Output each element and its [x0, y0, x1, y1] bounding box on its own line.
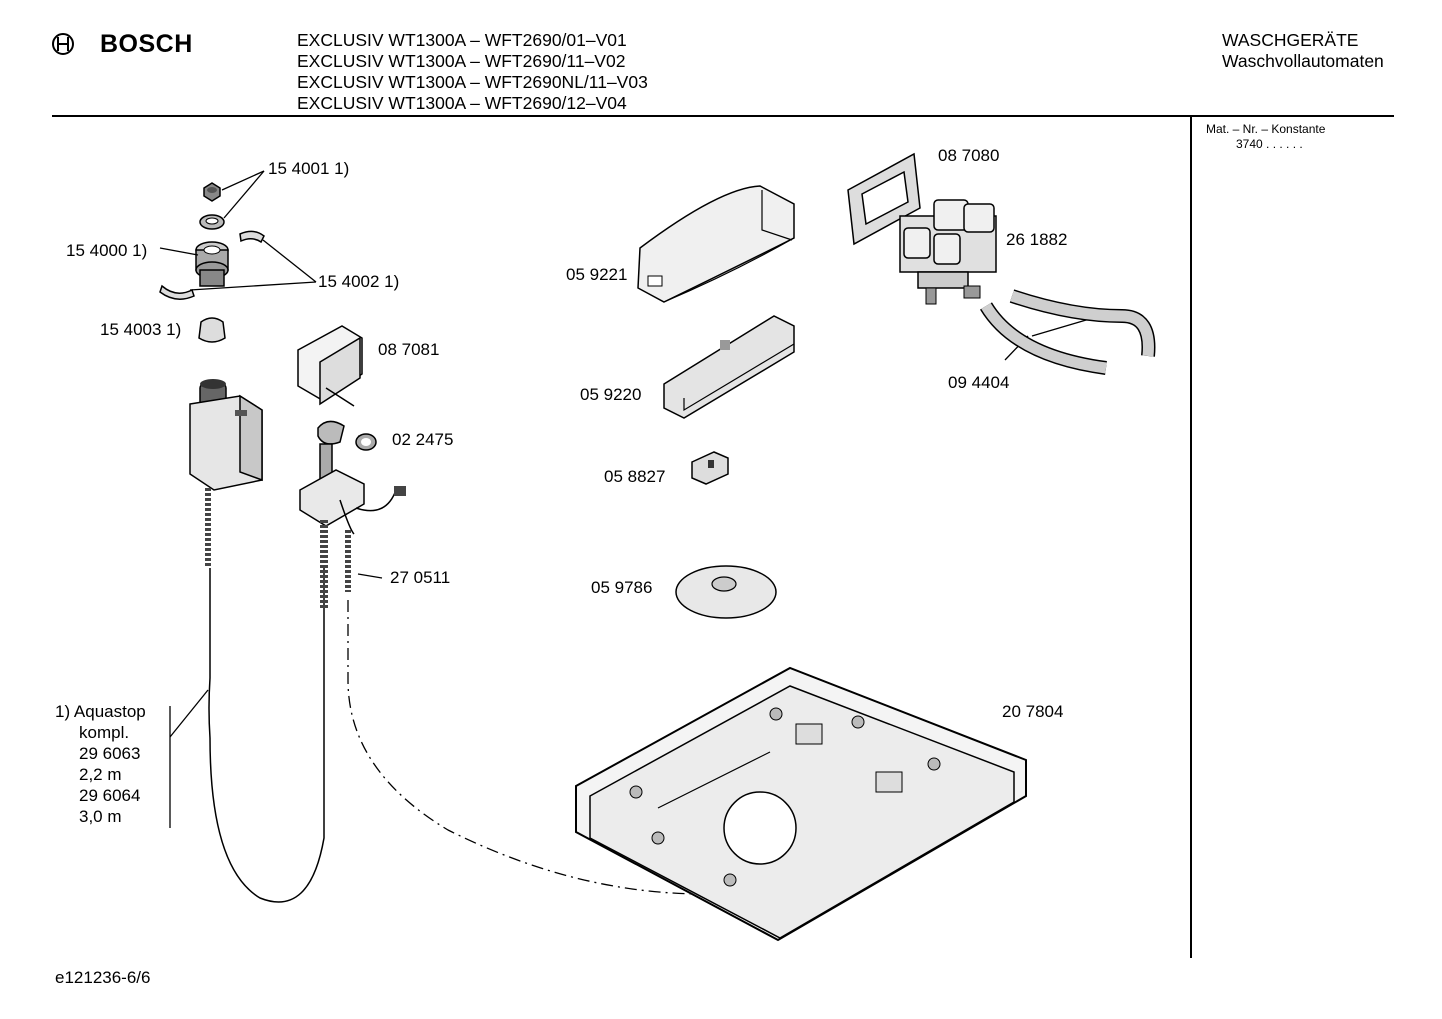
part-label-261882: 26 1882: [1006, 230, 1068, 249]
part-label-154002: 15 4002 1): [318, 272, 400, 291]
part-label-087081: 08 7081: [378, 340, 440, 359]
aquastop-valve-icon: [189, 379, 263, 491]
fitting-part-icon: [195, 241, 229, 287]
document-code: e121236-6/6: [55, 968, 151, 987]
part-label-094404: 09 4404: [948, 373, 1010, 392]
drain-hose-icon: [979, 289, 1156, 375]
brand-name: BOSCH: [100, 30, 193, 58]
part-label-059220: 05 9220: [580, 385, 642, 404]
model-list: EXCLUSIV WT1300A – WFT2690/01–V01 EXCLUS…: [297, 30, 648, 114]
model-line-3: EXCLUSIV WT1300A – WFT2690NL/11–V03: [297, 72, 648, 92]
note-line-5: 29 6064: [79, 786, 141, 805]
part-label-058827: 05 8827: [604, 467, 666, 486]
part-label-270511: 27 0511: [390, 568, 451, 587]
part-label-059221: 05 9221: [566, 265, 628, 284]
disc-part-icon: [675, 565, 777, 619]
nut-part-icon: [203, 182, 221, 202]
leader-lines: [159, 170, 1121, 579]
category-subtitle: Waschvollautomaten: [1222, 51, 1384, 71]
part-label-059786: 05 9786: [591, 578, 653, 597]
bracket-holder-icon: [663, 315, 795, 419]
category-title: WASCHGERÄTE: [1222, 30, 1359, 50]
dispenser-cover-icon: [637, 185, 795, 303]
note-line-6: 3,0 m: [79, 807, 122, 826]
part-label-154000: 15 4000 1): [66, 241, 148, 260]
material-number-label: Mat. – Nr. – Konstante: [1206, 122, 1326, 136]
part-label-207804: 20 7804: [1002, 702, 1064, 721]
aquastop-note: 1) Aquastop kompl. 29 6063 2,2 m 29 6064…: [55, 701, 146, 827]
note-line-4: 2,2 m: [79, 765, 122, 784]
note-line-2: kompl.: [79, 723, 130, 742]
model-line-1: EXCLUSIV WT1300A – WFT2690/01–V01: [297, 30, 627, 50]
inlet-valve-assembly-icon: [299, 420, 406, 610]
washer-part-icon: [199, 214, 225, 230]
material-number-block: Mat. – Nr. – Konstante 3740 . . . . . .: [1206, 122, 1325, 152]
category-block: WASCHGERÄTE Waschvollautomaten: [1222, 30, 1384, 72]
cap-part-icon: [198, 317, 226, 343]
model-line-2: EXCLUSIV WT1300A – WFT2690/11–V02: [297, 51, 626, 71]
solenoid-valve-icon: [899, 199, 997, 305]
seal-plate-icon: [847, 152, 921, 246]
connection-line: [347, 600, 769, 895]
bosch-logo-icon: [52, 33, 74, 55]
material-number-value: 3740 . . . . . .: [1236, 137, 1303, 151]
part-label-154003: 15 4003 1): [100, 320, 182, 339]
aquastop-hose-icon: [205, 488, 325, 903]
connector-part-icon: [691, 451, 729, 485]
note-line-3: 29 6063: [79, 744, 141, 763]
part-label-154001: 15 4001 1): [268, 159, 350, 178]
note-line-1: 1) Aquastop: [55, 702, 146, 721]
part-label-087080: 08 7080: [938, 146, 1000, 165]
base-plate-icon: [575, 666, 1027, 942]
valve-cover-icon: [297, 325, 363, 407]
part-label-022475: 02 2475: [392, 430, 454, 449]
model-line-4: EXCLUSIV WT1300A – WFT2690/12–V04: [297, 93, 627, 113]
clip-part-icon: [159, 230, 265, 300]
